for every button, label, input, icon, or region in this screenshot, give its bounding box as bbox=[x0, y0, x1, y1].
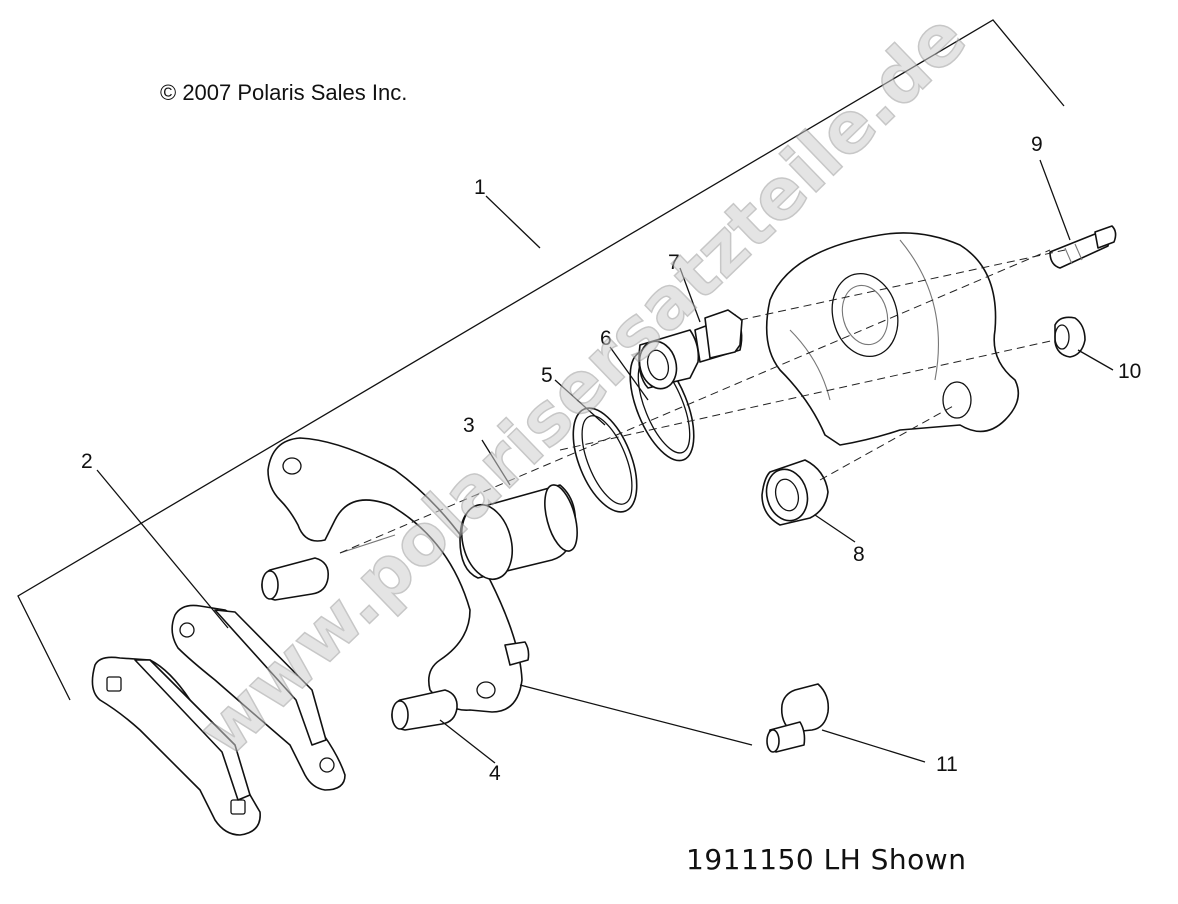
callout-9: 9 bbox=[1031, 133, 1043, 156]
callout-2: 2 bbox=[81, 450, 93, 473]
callout-7: 7 bbox=[668, 251, 680, 274]
slide-pin-boot bbox=[638, 309, 743, 390]
brake-pad-outer bbox=[91, 656, 261, 836]
brake-pad-inner bbox=[171, 604, 346, 791]
assembly-bracket bbox=[17, 19, 1065, 701]
diagram-caption: 1911150 LH Shown bbox=[686, 843, 967, 876]
callout-3: 3 bbox=[463, 414, 475, 437]
caliper-body bbox=[765, 232, 1020, 446]
flange-bolt bbox=[766, 683, 830, 753]
callout-1: 1 bbox=[474, 176, 486, 199]
bleeder-cap bbox=[1054, 316, 1086, 358]
piston-seal bbox=[572, 407, 638, 513]
callout-10: 10 bbox=[1118, 360, 1141, 383]
callout-11: 11 bbox=[936, 753, 958, 776]
callout-8: 8 bbox=[853, 543, 865, 566]
leader-lines bbox=[96, 159, 1114, 764]
assembly-axis-lines bbox=[339, 249, 1066, 554]
bleeder-screw bbox=[1049, 225, 1117, 269]
callout-5: 5 bbox=[541, 364, 553, 387]
piston bbox=[459, 484, 578, 581]
callout-labels: 1 2 3 4 5 6 7 8 9 10 11 bbox=[81, 133, 1141, 785]
callout-4: 4 bbox=[489, 762, 501, 785]
copyright-notice: © 2007 Polaris Sales Inc. bbox=[160, 80, 408, 105]
slide-pin-boot-lower bbox=[761, 459, 829, 526]
callout-6: 6 bbox=[600, 327, 612, 350]
